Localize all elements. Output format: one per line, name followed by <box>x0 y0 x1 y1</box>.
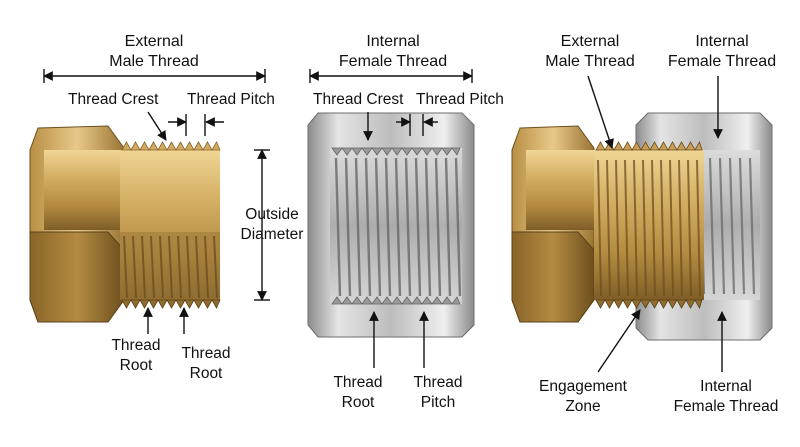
thread-ridge <box>213 235 218 299</box>
engagement-zone-label: Engagement Zone <box>528 377 638 417</box>
thread-ridge <box>424 157 432 297</box>
external-thread-crest-label: Thread Crest <box>68 91 159 108</box>
thread-ridge <box>394 157 402 297</box>
thread-ridge <box>354 157 362 297</box>
root-left-line2: Root <box>119 357 153 374</box>
root-right-line1: Thread <box>181 345 231 362</box>
internal-title-line1: Internal <box>366 33 420 50</box>
thread-ridge <box>344 157 352 297</box>
assembly-female-line2: Female Thread <box>667 53 777 70</box>
thread-ridge <box>669 159 674 297</box>
thread-ridge <box>748 157 756 295</box>
thread-ridge <box>150 235 155 299</box>
engagement-line2: Zone <box>565 398 601 415</box>
thread-ridge <box>364 157 372 297</box>
external-title-line1: External <box>124 33 184 50</box>
thread-ridge <box>159 235 164 299</box>
thread-ridge <box>615 159 620 297</box>
annotation-lines <box>43 69 727 373</box>
thread-ridge <box>678 159 683 297</box>
thread-ridge <box>444 157 452 297</box>
thread-ridge <box>454 157 462 297</box>
external-thread-root-right: Thread Root <box>176 344 236 384</box>
external-title-line2: Male Thread <box>109 53 199 70</box>
internal-pitch-line2: Pitch <box>420 394 456 411</box>
thread-ridge <box>696 159 701 297</box>
thread-ridge <box>687 159 692 297</box>
thread-ridge <box>642 159 647 297</box>
outside-line1: Outside <box>245 206 299 223</box>
thread-ridge <box>708 157 716 295</box>
thread-ridge <box>168 235 173 299</box>
thread-ridge <box>204 235 209 299</box>
internal-female-fitting <box>307 112 475 338</box>
outside-diameter-label: Outside Diameter <box>237 205 307 245</box>
thread-ridge <box>606 159 611 297</box>
external-male-fitting <box>29 125 221 323</box>
thread-ridge <box>597 159 602 297</box>
thread-ridge <box>718 157 726 295</box>
thread-ridge <box>414 157 422 297</box>
thread-ridge <box>334 157 342 297</box>
assembly-female-label: Internal Female Thread <box>660 32 784 72</box>
thread-ridge <box>404 157 412 297</box>
thread-ridge <box>633 159 638 297</box>
thread-ridge <box>651 159 656 297</box>
thread-ridge <box>384 157 392 297</box>
thread-ridge <box>195 235 200 299</box>
internal-thread-pitch-label: Thread Pitch <box>416 91 504 108</box>
bottom-female-line1: Internal <box>700 378 752 395</box>
internal-thread-crest-label: Thread Crest <box>313 91 404 108</box>
root-right-line2: Root <box>189 365 223 382</box>
internal-thread-root-label: Thread Root <box>328 373 388 413</box>
thread-ridge <box>141 235 146 299</box>
assembly-male-label: External Male Thread <box>530 32 650 72</box>
internal-root-line1: Thread <box>333 374 383 391</box>
assembled-fittings <box>511 112 773 341</box>
assembly-male-line2: Male Thread <box>545 53 635 70</box>
internal-thread-pitch-bottom-label: Thread Pitch <box>408 373 468 413</box>
internal-female-title: Internal Female Thread <box>328 32 458 72</box>
root-left-line1: Thread <box>111 337 161 354</box>
engagement-line1: Engagement <box>539 378 627 395</box>
bottom-female-line2: Female Thread <box>673 398 779 415</box>
internal-root-line2: Root <box>341 394 375 411</box>
thread-ridge <box>186 235 191 299</box>
thread-ridge <box>434 157 442 297</box>
thread-ridge <box>177 235 182 299</box>
internal-title-line2: Female Thread <box>338 53 448 70</box>
thread-ridge <box>728 157 736 295</box>
thread-ridge <box>132 235 137 299</box>
external-thread-root-left: Thread Root <box>106 336 166 376</box>
assembly-bottom-female-label: Internal Female Thread <box>664 377 788 417</box>
internal-pitch-line1: Thread <box>413 374 463 391</box>
outside-line2: Diameter <box>240 226 304 243</box>
thread-ridge <box>374 157 382 297</box>
thread-ridge <box>624 159 629 297</box>
external-thread-pitch-label: Thread Pitch <box>187 91 275 108</box>
thread-ridge <box>123 235 128 299</box>
assembly-male-line1: External <box>560 33 620 50</box>
thread-ridge <box>738 157 746 295</box>
assembly-female-line1: Internal <box>695 33 749 50</box>
external-male-title: External Male Thread <box>92 32 216 72</box>
thread-ridge <box>660 159 665 297</box>
